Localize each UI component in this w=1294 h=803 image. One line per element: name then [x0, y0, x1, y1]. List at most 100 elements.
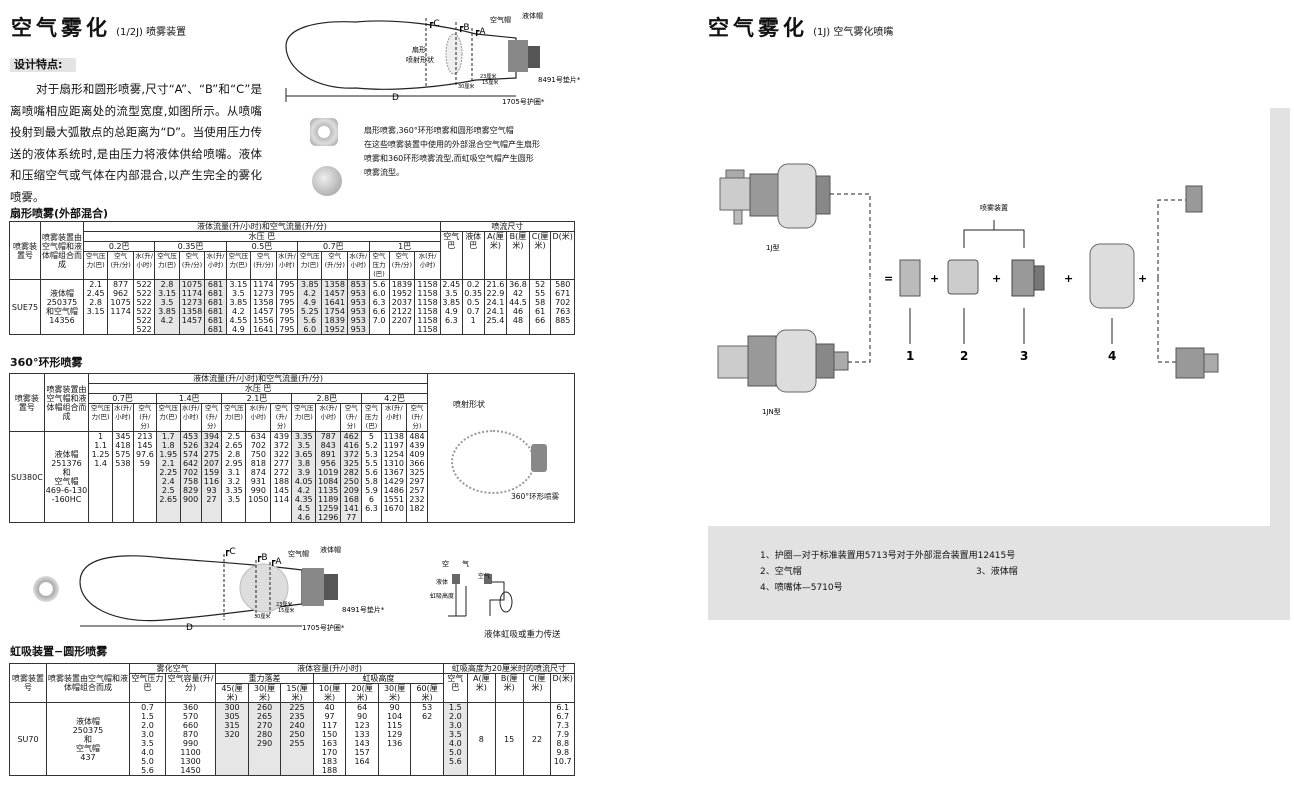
t2-col-10-v1: 843: [320, 441, 336, 450]
t3-height-0: 45(厘米): [215, 683, 249, 703]
t2-sub-3-2: 空气(升/分): [340, 403, 363, 432]
t2-col-11-v2: 372: [343, 450, 359, 459]
label-1j: 1J型: [766, 243, 780, 252]
t2-col-4-v4: 702: [182, 468, 199, 477]
t3-col-9-v6: 5.6: [449, 757, 462, 766]
t2-col-6-v6: 3.35: [224, 486, 243, 495]
t2-sub-4-1: 水(升/小时): [380, 403, 407, 432]
t2-col-0-v2: 1.25: [91, 450, 110, 459]
t3-h-airv: 空气容量(升/分): [164, 673, 217, 703]
assembly-diagram: 1J型 1JN型 喷雾装置 = + + + + 1 2 3 4: [717, 163, 1219, 416]
t3-col-9-v1: 2.0: [449, 712, 462, 721]
t3-col-3-v7: 290: [256, 739, 273, 748]
design-text: 对于扇形和圆形喷雾,尺寸“A”、“B”和“C”是离喷嘴相应距离处的流型宽度,如图…: [10, 82, 262, 204]
t1-sub-2-2: 水(升/小时): [275, 251, 299, 280]
fig1-label-fan: 扇形: [412, 45, 426, 54]
t3-h-gravity: 重力落差: [215, 673, 314, 684]
t1-col-12-v3: 6.6: [372, 307, 386, 316]
t1-col-1-v1: 962: [112, 289, 129, 298]
t1-col-10-v5: 1952: [324, 325, 345, 334]
t3-col-5-v3: 150: [321, 730, 338, 739]
t2-col-13-v8: 1670: [383, 504, 404, 513]
t1-pressure-1: 0.35巴: [154, 241, 227, 252]
t3-col-6-v5: 143: [354, 739, 370, 748]
t2-col-12-v0: 5: [368, 432, 374, 441]
t3-col-13-v2: 7.3: [556, 721, 570, 730]
legend-1: 1、护圈—对于标准装置用5713号对于外部混合装置用12415号: [760, 551, 1016, 561]
sym-plus-3: +: [1064, 272, 1073, 285]
t3-col-3-v6: 280: [256, 730, 273, 739]
t2-combo-v3: 空气帽: [54, 477, 79, 486]
t1-col-8-v1: 795: [279, 289, 295, 298]
t1-col-10-v3: 1754: [324, 307, 345, 316]
t1-col-1-v0: 877: [112, 280, 129, 289]
t1-sub-3-2: 水(升/小时): [347, 251, 370, 280]
t2-col-12-v6: 5.9: [365, 486, 378, 495]
t2-col-0-v0: 1: [98, 432, 104, 441]
t3-col-6-v4: 133: [354, 730, 370, 739]
t2-sub-0-2: 空气(升/分): [132, 403, 157, 432]
fig2-label-retainer: 1705号护圈*: [302, 623, 345, 632]
t1-col-0-v3: 3.15: [86, 307, 105, 316]
fig2-label-30: 30厘米: [254, 613, 270, 620]
t2-col-9-v0: 3.35: [294, 432, 313, 441]
fan-spray-figure: ┏C ┏B ┏A 空气帽 液体帽 扇形 喷射形状 D 8491号垫片* 1705…: [285, 11, 581, 106]
t2-col-1-v1: 418: [115, 441, 131, 450]
t3-col-9-v5: 5.0: [449, 748, 462, 757]
t3-col-4-v3: 225: [289, 703, 305, 712]
t1-col-2-v3: 522: [136, 307, 152, 316]
t2-nozzle: SU380C: [9, 431, 45, 523]
t3-nozzle: SU70: [9, 702, 47, 776]
t1-col-13-v0: 1839: [391, 280, 413, 289]
t3-col-7-v7: 136: [386, 739, 403, 748]
t3-combo-v2: 和: [84, 734, 92, 744]
t1-sub-1-0: 空气压力(巴): [154, 251, 180, 280]
t1-col-16-v0: 0.2: [466, 280, 480, 289]
t1-size-h5: D(米): [550, 231, 575, 280]
t1-sub-0-1: 空气(升/分): [107, 251, 134, 280]
t2-sub-1-0: 空气压力(巴): [155, 403, 181, 432]
t1-col-11-v3: 953: [350, 307, 366, 316]
t2-col-8-v0: 439: [273, 432, 290, 441]
design-heading: 设计特点:: [10, 58, 76, 72]
t3-col-7-v4: 104: [386, 712, 403, 721]
t1-col-5-v2: 681: [207, 298, 224, 307]
t2-col-14-v5: 297: [409, 477, 425, 486]
t2-col-13-v5: 1429: [383, 477, 404, 486]
t1-col-3-v2: 3.5: [160, 298, 174, 307]
t2-col-9-v7: 4.35: [294, 495, 313, 504]
t1-col-14-v4: 1158: [417, 316, 438, 325]
t3-col-12-v0: 22: [531, 734, 543, 744]
fan-spray-table: 喷雾装置号 喷雾装置由空气帽和液体帽组合而成 液体流量(升/小时)和空气流量(升…: [9, 221, 576, 335]
t1-sub-4-2: 水(升/小时): [414, 251, 441, 280]
t1-col-8-v3: 795: [279, 307, 295, 316]
t1-col-10-v1: 1457: [324, 289, 345, 298]
t1-col-11-v1: 953: [350, 289, 366, 298]
t1-h-flow: 液体流量(升/小时)和空气流量(升/分): [83, 221, 441, 232]
t1-pressure-3: 0.7巴: [297, 241, 370, 252]
fig1-label-aircap: 空气帽: [490, 15, 511, 24]
t1-col-20-v2: 702: [555, 298, 571, 307]
t3-height-6: 60(厘米): [410, 683, 444, 703]
t1-col-9-v1: 4.2: [303, 289, 317, 298]
t2-col-8-v4: 272: [273, 468, 290, 477]
t2-col-3-v0: 1.7: [161, 432, 175, 441]
t2-col-5-v5: 116: [203, 477, 220, 486]
cap-line-1: 扇形喷雾,360°环形喷雾和圆形喷雾空气帽: [364, 126, 514, 135]
t2-col-14-v4: 325: [409, 468, 425, 477]
t1-col-15-v4: 6.3: [444, 316, 458, 325]
t1-col-11-v4: 953: [350, 316, 366, 325]
t2-col-2-v0: 213: [137, 432, 153, 441]
t3-col-1-v3: 870: [182, 730, 199, 739]
t1-col-6-v1: 3.5: [232, 289, 245, 298]
t1-col-18-v0: 36.8: [509, 280, 527, 289]
t2-col-7-v6: 990: [250, 486, 266, 495]
t1-col-0-v1: 2.45: [86, 289, 105, 298]
